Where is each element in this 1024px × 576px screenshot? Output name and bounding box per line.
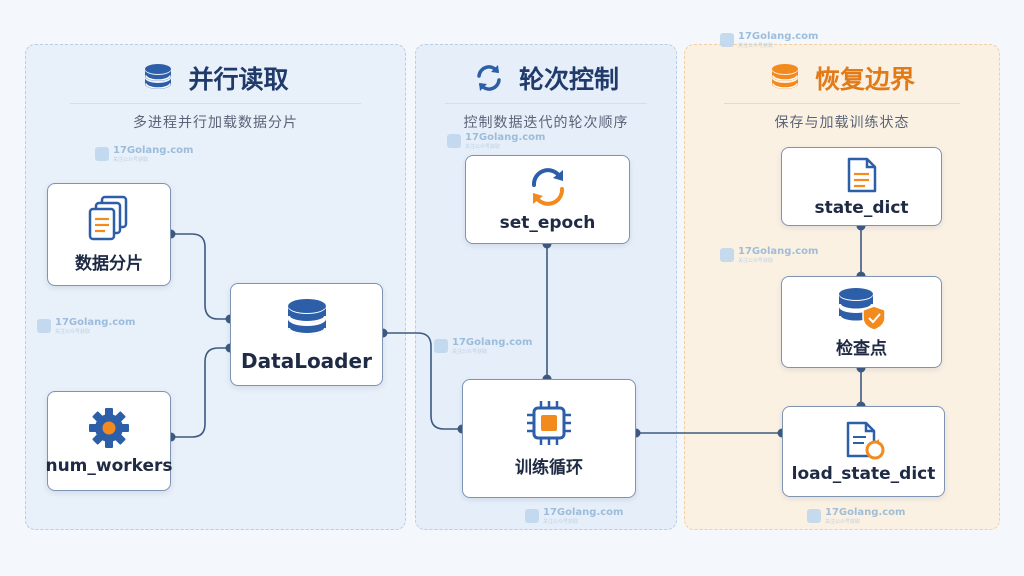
refresh-icon [477,65,501,91]
node-label: num_workers [45,456,173,476]
panel-subtitle: 保存与加载训练状态 [774,115,910,131]
parallel-read-header: 并行读取 [25,58,406,98]
node-label: 训练循环 [515,458,583,478]
link-workers-dataloader [171,347,230,438]
chip-icon [527,401,571,445]
divider [445,103,647,104]
database-shield-icon [838,287,886,331]
node-label: load_state_dict [791,463,936,484]
documents-icon [88,195,128,241]
node-label: set_epoch [499,212,596,233]
load-state-dict-node[interactable]: load_state_dict [782,406,945,497]
link-shards-dataloader [171,233,230,320]
node-label: 数据分片 [75,254,143,274]
set-epoch-node[interactable]: set_epoch [465,155,630,244]
document-reload-icon [846,421,884,459]
num-workers-node[interactable]: num_workers [45,391,173,491]
panel-title: 轮次控制 [518,65,619,94]
refresh-icon [531,167,564,206]
shards-node[interactable]: 数据分片 [47,183,171,286]
gear-icon [89,408,129,448]
panel-subtitle: 多进程并行加载数据分片 [133,115,298,131]
divider [70,103,361,104]
panel-title: 恢复边界 [814,65,915,94]
resume-boundary-header: 恢复边界 [684,58,1000,98]
checkpoint-node[interactable]: 检查点 [781,276,942,368]
link-dataloader-trainloop [383,332,462,430]
training-loop-node[interactable]: 训练循环 [462,379,636,498]
divider [724,103,960,104]
node-label: state_dict [814,197,909,218]
panel-title: 并行读取 [188,65,289,94]
state-dict-node[interactable]: state_dict [781,147,942,226]
panel-subtitle: 控制数据迭代的轮次顺序 [463,115,629,131]
dataloader-node[interactable]: DataLoader [230,283,383,386]
document-icon [847,157,876,192]
database-icon [771,64,798,89]
epoch-control-header: 轮次控制 [415,58,677,98]
database-icon [145,64,172,89]
node-label: 检查点 [836,338,887,359]
node-label: DataLoader [241,348,372,373]
database-icon [287,298,326,335]
